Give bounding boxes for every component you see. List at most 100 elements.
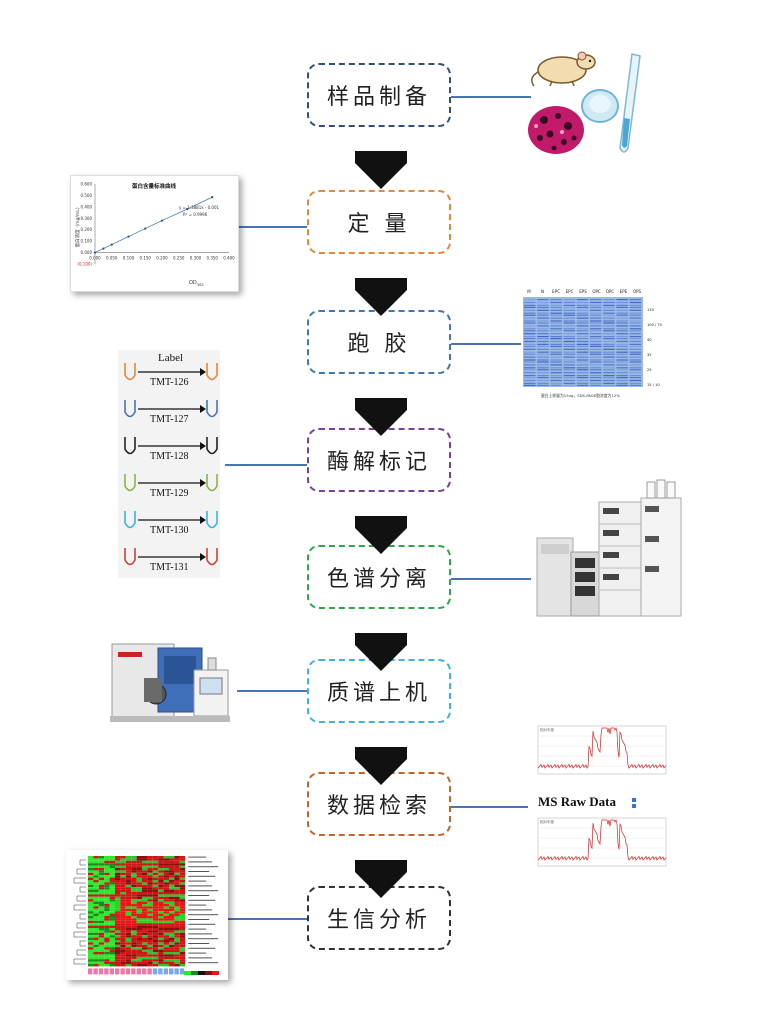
heatmap-row-label (188, 928, 207, 930)
heatmap-cell (98, 884, 105, 888)
heatmap-cell (179, 880, 186, 883)
gel-band (616, 317, 628, 319)
heatmap-cell (125, 916, 132, 919)
gel-band (563, 330, 576, 332)
gel-band (524, 301, 536, 304)
gel-band (603, 330, 615, 332)
heatmap-cell (158, 901, 164, 904)
heatmap-cell (125, 860, 132, 864)
heatmap-cell (169, 884, 175, 888)
heatmap-cell (93, 920, 99, 924)
gel-band (590, 299, 602, 301)
heatmap-cell (142, 880, 148, 883)
heatmap-cell (136, 880, 142, 883)
heatmap-cell (174, 870, 180, 873)
heatmap-cell (158, 870, 164, 873)
gel-band (537, 325, 549, 327)
heatmap-color-key (191, 971, 198, 975)
heatmap-cell (88, 952, 94, 955)
heatmap-cell (152, 863, 159, 866)
heatmap-cell (142, 916, 148, 919)
gel-band (590, 322, 602, 324)
heatmap-cell (142, 944, 148, 948)
heatmap-cell (142, 952, 148, 955)
heatmap-row-label (188, 962, 219, 964)
heatmap-cell (104, 949, 110, 952)
heatmap-cell (131, 942, 137, 945)
heatmap-cell (125, 956, 132, 960)
heatmap-cell (104, 942, 110, 945)
heatmap-cell (104, 935, 110, 938)
heatmap-cell (115, 949, 121, 952)
gel-band (537, 379, 549, 382)
dendrogram-branch (76, 868, 86, 875)
heatmap-cell (109, 880, 115, 883)
heatmap-cell (115, 956, 121, 960)
heatmap-cell (136, 872, 142, 876)
gel-band (603, 343, 615, 345)
heatmap-cell (169, 880, 175, 883)
heatmap-cell (174, 911, 180, 914)
heatmap-cell (98, 892, 105, 895)
gel-band (563, 338, 576, 340)
heatmap-cell (93, 940, 99, 943)
heatmap-cell (142, 906, 148, 909)
heatmap-cell (142, 918, 148, 921)
heatmap-cell (88, 937, 94, 940)
heatmap-cell (98, 882, 105, 885)
tube-icon (124, 474, 136, 492)
gel-band (524, 333, 536, 335)
gel-band (590, 384, 602, 386)
heatmap-cell (169, 923, 175, 926)
y-tick-label: 0.500 (81, 193, 93, 198)
heatmap-cell (163, 868, 169, 871)
heatmap-cell (93, 949, 99, 952)
gel-band (524, 364, 536, 366)
heatmap-cell (163, 942, 169, 945)
hplc-instrument-illustration (533, 478, 685, 618)
heatmap-cell (174, 925, 180, 928)
heatmap-cell (174, 937, 180, 940)
gel-band (537, 367, 549, 369)
heatmap-cell (163, 887, 169, 890)
heatmap-cell (131, 863, 137, 866)
heatmap-cell (93, 961, 99, 964)
heatmap-cell (158, 949, 164, 952)
heatmap-cell (98, 928, 105, 931)
heatmap-cell (179, 956, 186, 960)
heatmap-cell (120, 901, 126, 904)
heatmap-cell (142, 899, 148, 902)
gel-band (524, 369, 536, 371)
heatmap-cell (120, 911, 126, 914)
gel-band (537, 343, 549, 345)
heatmap-cell (125, 942, 132, 945)
heatmap-cell (169, 930, 175, 933)
heatmap-cell (147, 863, 153, 866)
flow-step-4: 酶解标记 (307, 428, 451, 492)
heatmap-cell (179, 870, 186, 873)
connector-sample-prep (451, 96, 531, 98)
heatmap-cell (136, 961, 142, 964)
heatmap-cell (88, 856, 94, 859)
sample-group-bar (174, 968, 179, 975)
heatmap-cell (125, 920, 132, 924)
heatmap-cell (131, 928, 137, 931)
label-header: Label (158, 352, 184, 364)
flow-arrow-icon (355, 860, 407, 898)
tmt-tag-label: TMT-130 (150, 525, 189, 536)
heatmap-cell (120, 899, 126, 902)
heatmap-cell (109, 928, 115, 931)
heatmap-cell (115, 865, 121, 868)
heatmap-cell (169, 863, 175, 866)
gel-band (563, 364, 576, 366)
heatmap-cell (98, 949, 105, 952)
heatmap-cell (93, 882, 99, 885)
dendrogram-branch (73, 931, 86, 938)
heatmap-cell (174, 916, 180, 919)
heatmap-cell (131, 954, 137, 957)
heatmap-cell (120, 944, 126, 948)
heatmap-cell (169, 856, 175, 859)
heatmap-cell (136, 856, 142, 859)
